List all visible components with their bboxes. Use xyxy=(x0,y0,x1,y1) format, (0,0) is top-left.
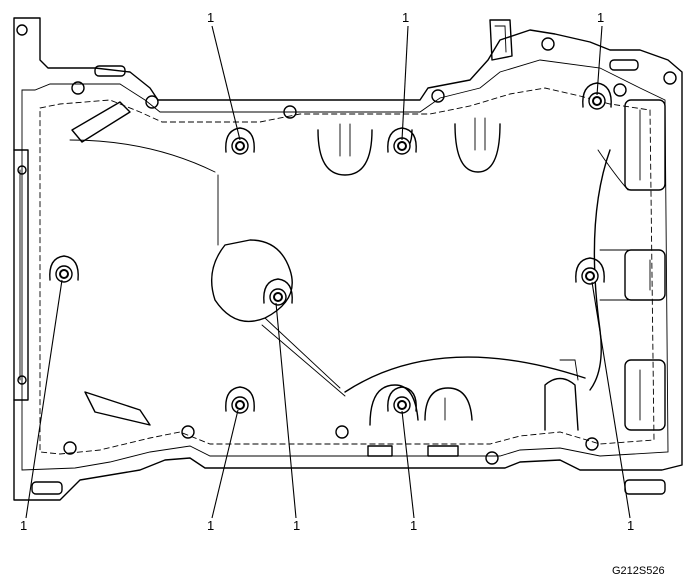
callout-label: 1 xyxy=(207,518,214,533)
bolt-icon xyxy=(387,386,417,414)
lower-left-strap xyxy=(84,391,151,426)
right-ribs xyxy=(624,99,666,431)
leader-lines xyxy=(25,25,631,519)
leader-line xyxy=(401,410,415,519)
center-rib-2 xyxy=(261,324,346,397)
callout-label: 1 xyxy=(410,518,417,533)
upper-web-line xyxy=(69,139,216,173)
callout-label: 1 xyxy=(20,518,27,533)
callout-label: 1 xyxy=(207,10,214,25)
bolt-icon xyxy=(263,278,293,306)
leader-line xyxy=(211,409,239,519)
right-web xyxy=(589,149,611,391)
leader-line xyxy=(275,302,297,519)
bolt-icon xyxy=(575,257,605,285)
callout-label: 1 xyxy=(627,518,634,533)
oil-pan-outer-flange xyxy=(13,17,683,501)
flange-holes xyxy=(16,24,677,465)
bolt-icon xyxy=(387,127,417,155)
figure-id: G212S526 xyxy=(612,565,665,577)
lower-pockets xyxy=(369,359,579,431)
leader-line xyxy=(596,25,603,96)
leader-line xyxy=(211,25,241,141)
bolt-icon xyxy=(225,386,255,414)
callout-label: 1 xyxy=(293,518,300,533)
bolt-icon xyxy=(49,255,79,283)
center-rib xyxy=(264,317,341,389)
upper-left-strap xyxy=(71,101,131,143)
callout-label: 1 xyxy=(402,10,409,25)
bolt-icon xyxy=(225,127,255,155)
flange-inner-rim xyxy=(21,59,669,471)
center-boss-pad xyxy=(211,239,293,323)
left-rail xyxy=(13,149,29,401)
right-web-top xyxy=(597,149,629,191)
top-bracket-rib xyxy=(494,25,507,53)
top-bracket xyxy=(489,19,513,61)
right-bars xyxy=(599,249,641,301)
callout-label: 1 xyxy=(597,10,604,25)
leader-line xyxy=(401,25,409,141)
leader-line xyxy=(25,279,63,519)
pan-bolts xyxy=(49,82,612,414)
center-web xyxy=(344,356,586,393)
leader-line xyxy=(591,281,631,519)
